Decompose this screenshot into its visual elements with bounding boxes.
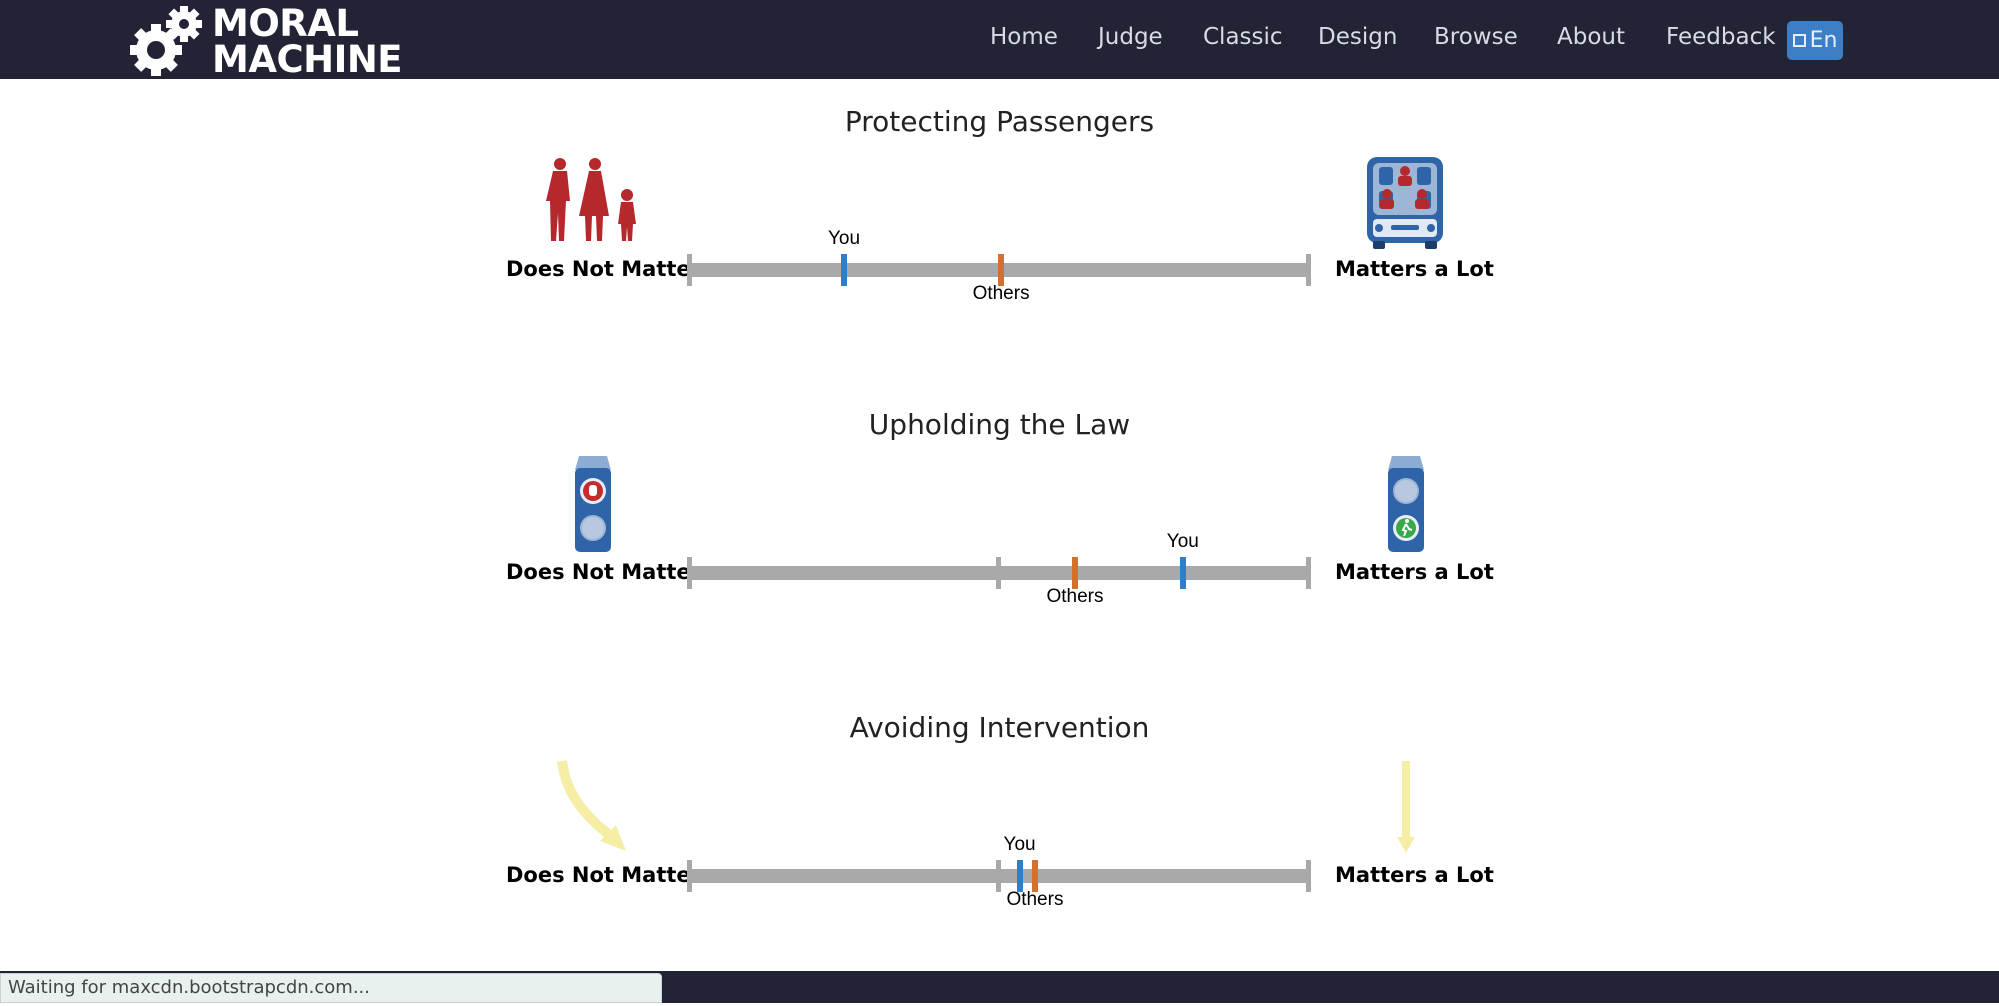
others-marker <box>1031 860 1038 892</box>
others-label: Others <box>1046 586 1104 607</box>
left-end-label: Does Not Matter <box>506 257 702 281</box>
section-title: Upholding the Law <box>868 408 1131 441</box>
others-marker <box>998 254 1005 286</box>
you-marker <box>1016 860 1023 892</box>
green-signal-walk-icon <box>1388 456 1424 552</box>
car-passengers-icon <box>1367 157 1443 249</box>
section-avoiding-intervention: Avoiding Intervention Does Not Matter Ma… <box>0 706 1999 1006</box>
brand-logo[interactable]: MORAL MACHINE <box>128 4 403 78</box>
nav-browse[interactable]: Browse <box>1434 24 1518 50</box>
straight-arrow-icon <box>1397 761 1415 853</box>
top-navbar: MORAL MACHINE Home Judge Classic Design … <box>0 0 1999 79</box>
flag-icon <box>1792 34 1806 47</box>
language-label: En <box>1809 28 1838 53</box>
nav-feedback[interactable]: Feedback <box>1666 24 1776 50</box>
browser-status-bar: Waiting for maxcdn.bootstrapcdn.com... <box>0 973 662 1003</box>
nav-judge[interactable]: Judge <box>1098 24 1163 50</box>
section-protecting-passengers: Protecting Passengers <box>0 100 1999 400</box>
you-marker <box>1179 557 1186 589</box>
nav-design[interactable]: Design <box>1318 24 1398 50</box>
red-signal-stop-icon <box>575 456 611 552</box>
language-button[interactable]: En <box>1787 21 1843 60</box>
you-label: You <box>1003 834 1036 855</box>
you-marker <box>841 254 847 286</box>
track-left-cap <box>687 254 692 286</box>
gear-logo-icon <box>130 6 202 76</box>
section-title: Avoiding Intervention <box>849 711 1150 744</box>
nav-home[interactable]: Home <box>990 24 1058 50</box>
track-left-cap <box>687 557 692 589</box>
track-mid-tick <box>996 860 1001 892</box>
you-label: You <box>827 228 861 249</box>
others-label: Others <box>972 283 1030 304</box>
right-end-label: Matters a Lot <box>1335 257 1494 281</box>
section-upholding-the-law: Upholding the Law Does Not Matter Matter… <box>0 403 1999 703</box>
others-marker <box>1072 557 1078 589</box>
track-right-cap <box>1306 557 1311 589</box>
track-mid-tick <box>996 557 1001 589</box>
nav-about[interactable]: About <box>1557 24 1626 50</box>
right-end-label: Matters a Lot <box>1335 560 1494 584</box>
track-right-cap <box>1306 860 1311 892</box>
swerve-arrow-icon <box>557 760 626 851</box>
brand-name: MORAL MACHINE <box>212 2 403 81</box>
brand-line-1: MORAL <box>212 2 359 45</box>
track-left-cap <box>687 860 692 892</box>
pedestrians-family-icon <box>546 158 636 241</box>
right-end-label: Matters a Lot <box>1335 863 1494 887</box>
nav-classic[interactable]: Classic <box>1203 24 1283 50</box>
left-end-label: Does Not Matter <box>506 560 702 584</box>
you-label: You <box>1166 531 1199 552</box>
left-end-label: Does Not Matter <box>506 863 702 887</box>
others-label: Others <box>1006 889 1064 910</box>
track-right-cap <box>1306 254 1311 286</box>
section-title: Protecting Passengers <box>844 105 1155 138</box>
brand-line-2: MACHINE <box>212 38 403 81</box>
